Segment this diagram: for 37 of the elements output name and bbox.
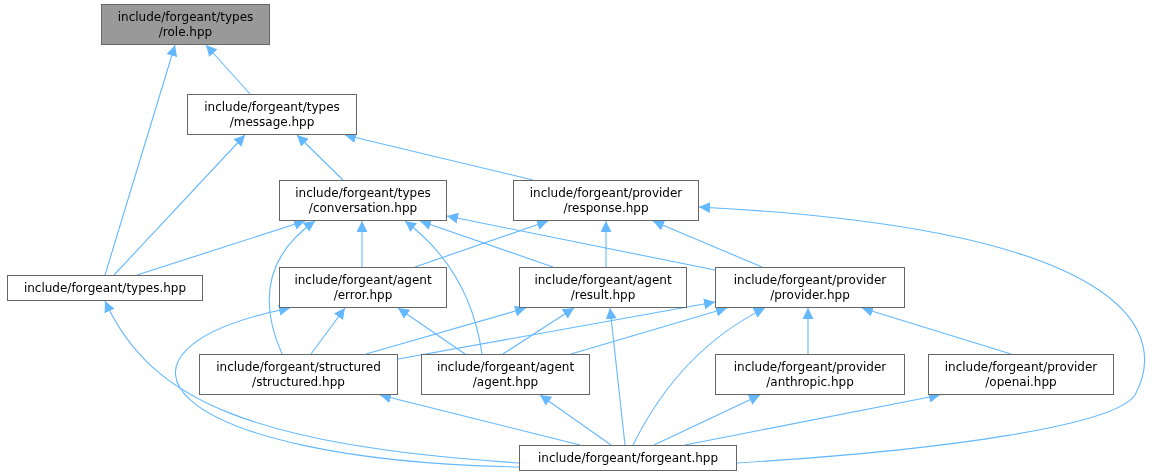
include-arrow <box>653 394 761 446</box>
include-arrow <box>310 307 346 355</box>
include-arrow <box>632 307 766 446</box>
file-box: include/forgeant/provider /response.hpp <box>513 180 699 221</box>
include-arrow <box>652 220 763 268</box>
file-box: include/forgeant/provider /anthropic.hpp <box>715 354 905 395</box>
file-box: include/forgeant/provider /provider.hpp <box>715 267 905 308</box>
include-arrow <box>296 134 344 181</box>
include-arrow <box>605 307 626 446</box>
include-arrow <box>268 220 316 355</box>
include-arrow <box>104 300 520 464</box>
include-arrow <box>446 212 716 271</box>
include-arrow <box>356 220 368 268</box>
file-box: include/forgeant/agent /error.hpp <box>279 267 447 308</box>
include-arrow <box>365 305 527 355</box>
file-box: include/forgeant/agent /agent.hpp <box>421 354 590 395</box>
include-arrow <box>397 307 466 355</box>
include-arrow <box>397 298 716 360</box>
file-box: include/forgeant/agent /result.hpp <box>519 267 687 308</box>
file-box: include/forgeant/types /role.hpp <box>101 4 270 45</box>
include-arrow <box>113 134 246 276</box>
file-box: include/forgeant/provider /openai.hpp <box>928 354 1114 395</box>
include-arrow <box>861 306 1012 355</box>
include-arrow <box>698 202 1145 464</box>
include-arrow <box>104 44 178 276</box>
include-arrow <box>136 219 306 276</box>
file-box: include/forgeant/types /message.hpp <box>187 94 357 135</box>
include-arrow <box>600 220 612 268</box>
include-arrow <box>802 307 814 355</box>
include-arrow <box>404 220 483 355</box>
file-box: include/forgeant/forgeant.hpp <box>519 445 737 471</box>
file-box: include/forgeant/structured /structured.hpp <box>199 354 398 395</box>
include-arrow <box>539 394 612 446</box>
include-arrow <box>205 44 251 95</box>
file-box: include/forgeant/types /conversation.hpp <box>279 180 447 221</box>
file-box: include/forgeant/types.hpp <box>7 275 203 301</box>
include-arrow <box>502 307 575 355</box>
